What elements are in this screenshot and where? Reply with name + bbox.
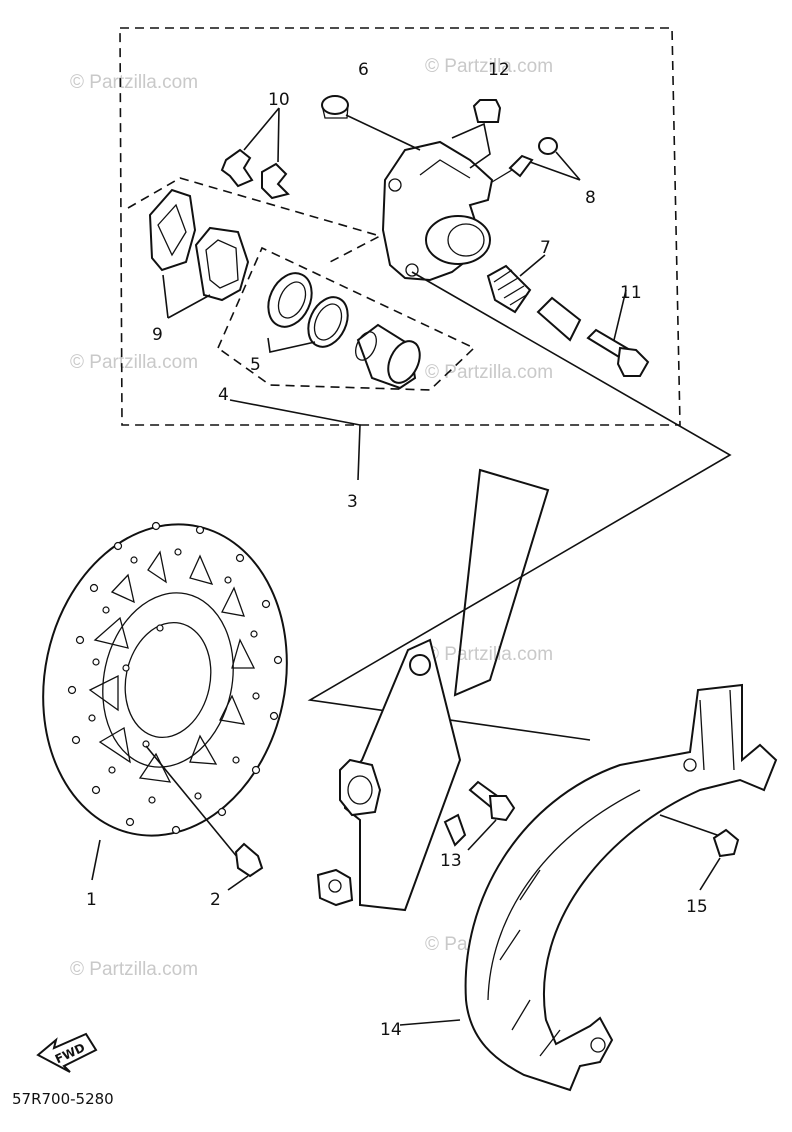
watermark-text: © Partzilla.com	[425, 56, 553, 77]
fwd-arrow-icon: FWD	[36, 1032, 98, 1073]
callout-9: 9	[152, 325, 163, 345]
callout-7: 7	[540, 238, 551, 258]
boot-part	[486, 254, 582, 342]
piston-part	[355, 323, 421, 390]
watermark-text: © Partzilla.com	[425, 644, 553, 665]
disc-bolt-part	[145, 745, 264, 891]
assembly-leader	[229, 399, 361, 481]
callout-14: 14	[380, 1020, 402, 1040]
caliper-assembly-box	[119, 27, 681, 426]
bleed-screw-part	[491, 137, 581, 183]
mount-bolt-part	[467, 780, 516, 851]
pad-clip-part	[220, 107, 290, 200]
piston-seal-part	[267, 272, 349, 353]
seal-kit-box	[217, 246, 476, 391]
disc-guard-part	[399, 683, 778, 1092]
callout-6: 6	[358, 60, 369, 80]
front-fork	[316, 468, 550, 912]
callout-12: 12	[488, 60, 510, 80]
watermark-text: © Partzilla.com	[70, 72, 198, 93]
callout-4: 4	[218, 385, 229, 405]
brake-disc-part	[42, 521, 288, 881]
diagram-code: 57R700-5280	[12, 1090, 114, 1108]
callout-labels: 1 2 3 4 5 6 7 8 9 10 11 12 13 14 15	[86, 60, 708, 1040]
bleed-cap-part	[321, 95, 421, 151]
plug-part	[451, 99, 502, 169]
pad-bracket-line	[127, 177, 383, 263]
callout-1: 1	[86, 890, 97, 910]
callout-15: 15	[686, 897, 708, 917]
watermark-text: © Partzilla.com	[425, 362, 553, 383]
caliper-body	[381, 140, 494, 282]
callout-3: 3	[347, 492, 358, 512]
callout-13: 13	[440, 851, 462, 871]
callout-8: 8	[585, 188, 596, 208]
caliper-bolt-part	[586, 289, 650, 377]
callout-2: 2	[210, 890, 221, 910]
watermark-text: © Partzilla.com	[70, 959, 198, 980]
watermark-text: © Partzilla.com	[70, 352, 198, 373]
callout-5: 5	[250, 355, 261, 375]
callout-11: 11	[620, 283, 642, 303]
callout-10: 10	[268, 90, 290, 110]
guard-bolt-part	[659, 814, 740, 891]
brake-pad-part	[148, 188, 250, 319]
